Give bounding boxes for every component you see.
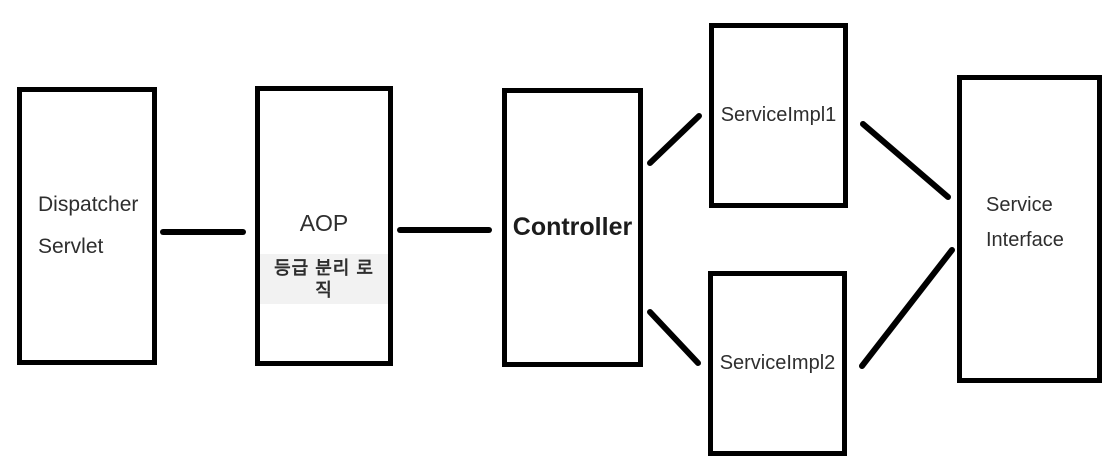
box-aop: AOP 등급 분리 로직 [255, 86, 393, 366]
serviceimpl2-label: ServiceImpl2 [719, 352, 836, 374]
dispatcher-servlet-label-line1: Dispatcher [38, 193, 139, 216]
dispatcher-servlet-label-line2: Servlet [38, 235, 104, 258]
box-service-interface: Service Interface [957, 75, 1102, 383]
connector-controller-serviceimpl1 [647, 113, 702, 166]
connector-serviceimpl1-interface [860, 121, 951, 200]
box-serviceimpl1: ServiceImpl1 [709, 23, 848, 208]
box-dispatcher-servlet: Dispatcher Servlet [17, 87, 157, 365]
box-controller: Controller [502, 88, 643, 367]
aop-subtitle-highlight: 등급 분리 로직 [260, 254, 388, 304]
aop-subtitle: 등급 분리 로직 [260, 254, 388, 304]
service-interface-label: Service Interface [986, 188, 1064, 258]
connector-serviceimpl2-interface [859, 247, 955, 369]
controller-label: Controller [512, 213, 633, 241]
service-interface-label-line2: Interface [986, 229, 1064, 251]
box-serviceimpl2: ServiceImpl2 [708, 271, 847, 456]
aop-title: AOP [299, 210, 349, 236]
service-interface-label-line1: Service [986, 194, 1053, 216]
serviceimpl1-label: ServiceImpl1 [720, 104, 837, 126]
connector-controller-serviceimpl2 [647, 309, 701, 366]
